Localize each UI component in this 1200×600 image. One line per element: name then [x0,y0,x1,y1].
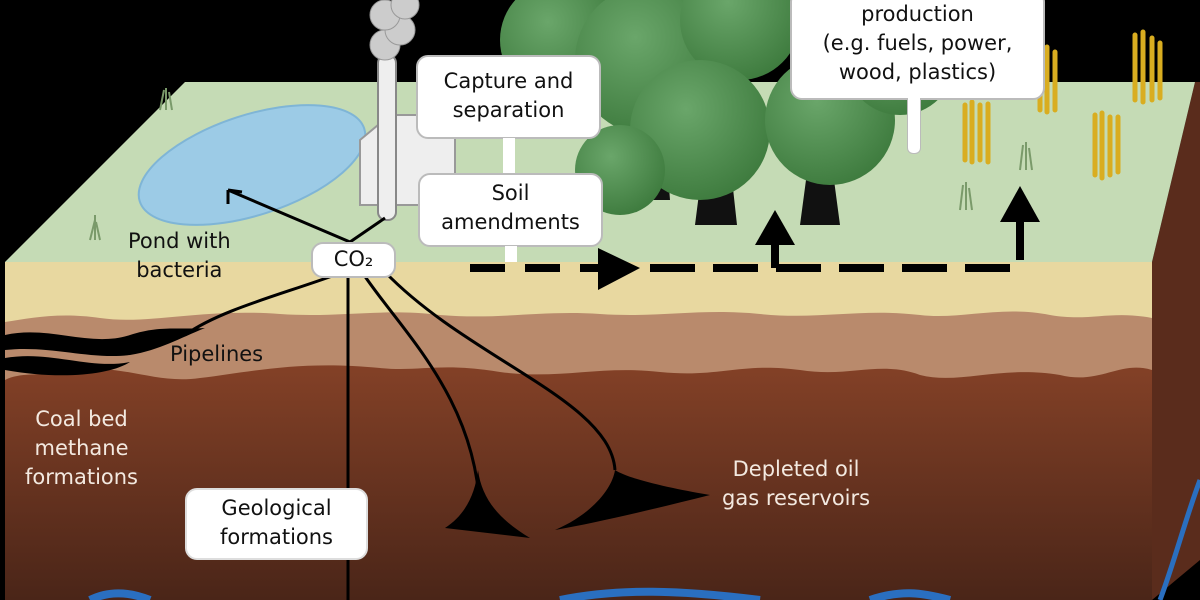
capture-callout: Capture and separation [416,55,601,139]
capture-line-2: separation [452,98,565,122]
co2-pipes [184,188,617,600]
reservoir-shapes [445,470,710,538]
pond [137,104,367,226]
geological-line-2: formations [220,525,333,549]
geological-line-1: Geological [221,496,332,520]
soil-line-2: amendments [441,210,580,234]
capture-callout-pointer [503,138,515,176]
groundwater [88,587,952,600]
crops [962,29,1163,181]
sand-layer [5,262,1152,322]
grass-tufts [89,88,1033,241]
production-callout: production (e.g. fuels, power, wood, pla… [790,0,1045,100]
co2-label: CO₂ [311,242,396,278]
pond-line-2: bacteria [136,258,223,282]
pond-line-1: Pond with [128,229,231,253]
soil-callout: Soil amendments [418,173,603,247]
depleted-reservoirs-label: Depleted oil gas reservoirs [722,455,870,513]
pond-label: Pond with bacteria [128,227,231,285]
depleted-line-2: gas reservoirs [722,486,871,510]
production-callout-pointer [907,98,921,154]
side-water [1157,479,1200,600]
soil-callout-pointer [505,246,517,262]
coal-bed-label: Coal bed methane formations [25,405,138,492]
coal-line-3: formations [25,465,138,489]
pipelines-label: Pipelines [170,342,264,366]
capture-line-1: Capture and [443,69,574,93]
production-line-2: (e.g. fuels, power, [822,31,1013,55]
soil-line-1: Soil [491,181,530,205]
production-line-1: production [861,2,974,26]
pipelines-shape [5,328,205,376]
block-side-face [1152,82,1200,600]
production-line-3: wood, plastics) [838,60,997,84]
geological-callout: Geological formations [185,488,368,560]
coal-line-2: methane [34,436,129,460]
coal-line-1: Coal bed [35,407,128,431]
depleted-line-1: Depleted oil [732,457,860,481]
arrow-heads [598,186,1040,290]
